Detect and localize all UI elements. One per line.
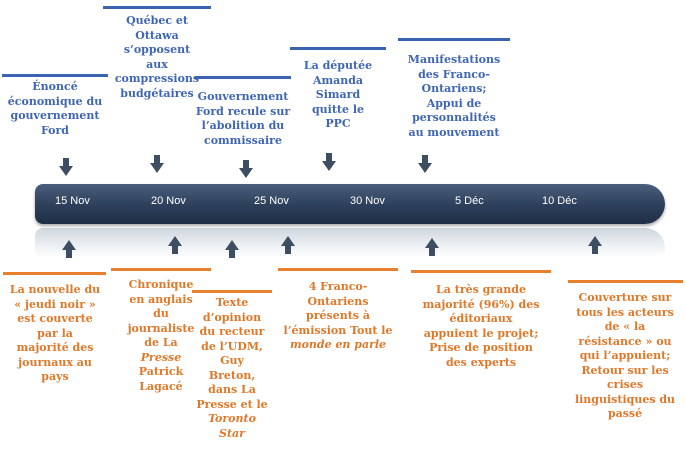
top-bar-3 bbox=[195, 76, 291, 79]
down-arrow-icon bbox=[322, 153, 336, 171]
timeline-bar bbox=[35, 184, 665, 224]
up-arrow-icon bbox=[168, 236, 182, 254]
bottom-bar-1 bbox=[3, 272, 106, 275]
date-label: 5 Déc bbox=[455, 195, 484, 207]
bottom-event-1: La nouvelle du« jeudi noir »est couverte… bbox=[9, 283, 101, 383]
up-arrow-icon bbox=[62, 240, 76, 258]
bottom-bar-3 bbox=[192, 290, 272, 293]
date-label: 25 Nov bbox=[254, 195, 289, 207]
down-arrow-icon bbox=[59, 158, 73, 176]
date-label: 30 Nov bbox=[350, 195, 385, 207]
date-label: 10 Déc bbox=[542, 195, 577, 207]
top-bar-5 bbox=[398, 38, 510, 41]
timeline-reflection bbox=[35, 228, 665, 258]
down-arrow-icon bbox=[239, 160, 253, 178]
top-bar-1 bbox=[2, 74, 108, 77]
down-arrow-icon bbox=[418, 155, 432, 173]
up-arrow-icon bbox=[281, 236, 295, 254]
top-bar-4 bbox=[290, 47, 386, 50]
up-arrow-icon bbox=[425, 238, 439, 256]
italic-line: de La bbox=[144, 336, 178, 349]
date-label: 15 Nov bbox=[55, 195, 90, 207]
up-arrow-icon bbox=[588, 236, 602, 254]
bottom-bar-5 bbox=[411, 270, 551, 273]
top-bar-2 bbox=[103, 6, 211, 9]
up-arrow-icon bbox=[225, 240, 239, 258]
date-label: 20 Nov bbox=[151, 195, 186, 207]
bottom-bar-2 bbox=[111, 268, 211, 271]
down-arrow-icon bbox=[150, 155, 164, 173]
bottom-bar-4 bbox=[278, 268, 398, 271]
bottom-bar-6 bbox=[568, 280, 683, 283]
